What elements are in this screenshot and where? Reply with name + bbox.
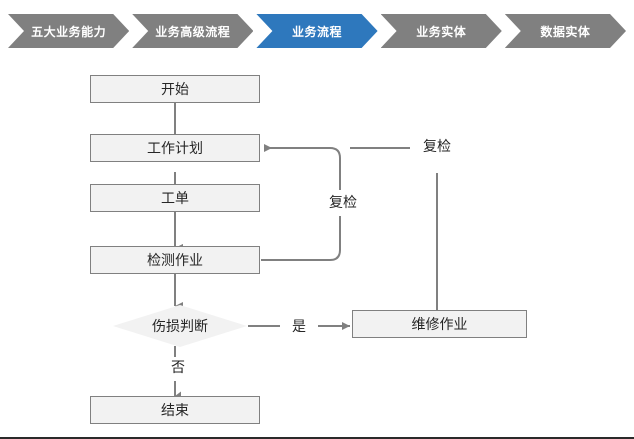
node-label: 维修作业 [411, 316, 468, 332]
breadcrumb-item-label: 业务流程 [292, 24, 343, 39]
edge-label-no: 否 [159, 357, 197, 377]
breadcrumb-item-4[interactable]: 数据实体 [505, 14, 626, 48]
node-work-order[interactable]: 工单 [90, 184, 260, 212]
node-inspection[interactable]: 检测作业 [90, 246, 260, 274]
breadcrumb: 五大业务能力 业务高级流程 业务流程 业务实体 数据实体 [8, 14, 626, 48]
node-repair[interactable]: 维修作业 [352, 310, 527, 338]
node-work-plan[interactable]: 工作计划 [90, 134, 260, 162]
edge-label-recheck-inspection: 复检 [316, 192, 370, 212]
node-label: 伤损判断 [152, 318, 208, 334]
node-label: 开始 [161, 81, 189, 97]
edge-label-recheck-repair: 复检 [410, 136, 464, 156]
node-decision-damage[interactable]: 伤损判断 [113, 305, 247, 347]
breadcrumb-item-3[interactable]: 业务实体 [381, 14, 502, 48]
node-start[interactable]: 开始 [90, 75, 260, 103]
node-label: 工作计划 [147, 140, 203, 156]
flowchart-canvas: 开始 工作计划 工单 检测作业 伤损判断 维修作业 结束 是 否 复检 复检 [0, 56, 634, 436]
breadcrumb-item-1[interactable]: 业务高级流程 [132, 14, 253, 48]
breadcrumb-item-label: 业务实体 [416, 24, 467, 39]
node-label: 结束 [161, 402, 189, 418]
breadcrumb-item-0[interactable]: 五大业务能力 [8, 14, 129, 48]
edge-label-yes: 是 [280, 316, 318, 336]
breadcrumb-item-label: 业务高级流程 [155, 24, 231, 39]
node-end[interactable]: 结束 [90, 396, 260, 424]
node-label: 工单 [161, 190, 189, 206]
breadcrumb-item-label: 数据实体 [540, 24, 591, 39]
node-label: 检测作业 [147, 252, 203, 268]
breadcrumb-item-2-active[interactable]: 业务流程 [256, 14, 377, 48]
breadcrumb-item-label: 五大业务能力 [31, 24, 107, 39]
